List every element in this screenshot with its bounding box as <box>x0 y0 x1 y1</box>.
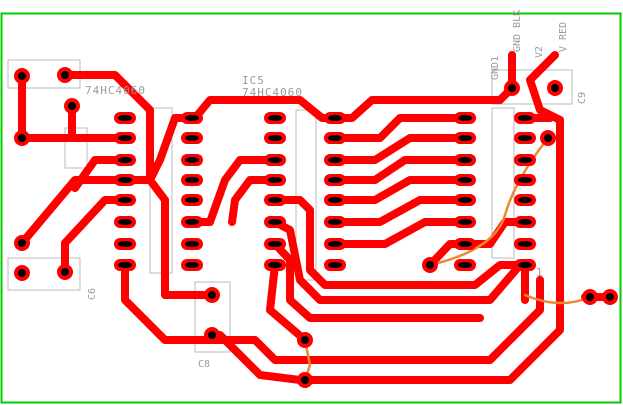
ic-pin-pad <box>114 112 136 124</box>
ic-right-part-label: 1 <box>536 266 544 279</box>
ic-pin-pad <box>454 259 476 271</box>
ic-pin-pad <box>324 216 346 228</box>
ic-pin-pad <box>514 112 536 124</box>
through-hole-pad <box>14 68 30 84</box>
component-pads <box>14 67 618 388</box>
ic-pin-pad <box>264 132 286 144</box>
through-hole-pad <box>204 327 220 343</box>
through-hole-pad <box>547 80 563 96</box>
ic-pin-pad <box>181 112 203 124</box>
through-hole-pad <box>540 130 556 146</box>
ic-left-part-label: 74HC4060 <box>85 84 146 97</box>
ic-pin-pad <box>264 194 286 206</box>
through-hole-pad <box>422 257 438 273</box>
ic-pin-pad <box>514 174 536 186</box>
ic-pin-pad <box>264 259 286 271</box>
ic-mid-part-label: 74HC4060 <box>242 86 303 99</box>
cap-c6-label: C6 <box>87 288 98 300</box>
ic-pin-pad <box>114 174 136 186</box>
cap-c9-label: C9 <box>577 92 588 104</box>
ic-pin-pad <box>324 112 346 124</box>
cap-c8-label: C8 <box>198 359 210 370</box>
conn-v2-label: V2 <box>534 46 545 58</box>
ic-pin-pad <box>454 154 476 166</box>
through-hole-pad <box>64 98 80 114</box>
through-hole-pad <box>297 332 313 348</box>
ic-pin-pad <box>324 174 346 186</box>
ic-pin-pad <box>324 259 346 271</box>
ic-pin-pad <box>181 154 203 166</box>
conn-gnd1-label: GND1 <box>490 56 501 80</box>
ic-pin-pad <box>324 194 346 206</box>
ic-pin-pad <box>181 174 203 186</box>
ic-pin-pad <box>514 216 536 228</box>
ic-pin-pad <box>181 194 203 206</box>
ic-pin-pad <box>181 132 203 144</box>
ic-pin-pad <box>181 216 203 228</box>
ic-pin-pad <box>264 154 286 166</box>
ic-pin-pad <box>114 194 136 206</box>
ic-pin-pad <box>454 112 476 124</box>
through-hole-pad <box>204 287 220 303</box>
ic-pin-pad <box>514 194 536 206</box>
conn-gnd-blk-label: GND BLK <box>512 10 523 52</box>
through-hole-pad <box>582 289 598 305</box>
ic-pin-pad <box>114 259 136 271</box>
through-hole-pad <box>57 264 73 280</box>
ic-pin-pad <box>324 238 346 250</box>
ic-pin-pad <box>514 259 536 271</box>
ic-pin-pad <box>514 132 536 144</box>
through-hole-pad <box>57 67 73 83</box>
ic-pin-pad <box>181 238 203 250</box>
through-hole-pad <box>504 80 520 96</box>
ic-pin-pad <box>454 194 476 206</box>
board-edge <box>0 12 622 404</box>
ic-pin-pad <box>454 174 476 186</box>
ic-pin-pad <box>454 132 476 144</box>
ic-pin-pad <box>514 154 536 166</box>
ic-pin-pad <box>514 238 536 250</box>
ic-pin-pad <box>114 238 136 250</box>
ic-pin-pad <box>264 216 286 228</box>
through-hole-pad <box>602 289 618 305</box>
through-hole-pad <box>14 235 30 251</box>
ic-pin-pad <box>114 216 136 228</box>
through-hole-pad <box>14 130 30 146</box>
ic-pin-pad <box>454 216 476 228</box>
through-hole-pad <box>297 372 313 388</box>
ic-pin-pad <box>264 112 286 124</box>
ic-pin-pad <box>324 154 346 166</box>
through-hole-pad <box>14 265 30 281</box>
ic-pin-pad <box>114 132 136 144</box>
ic-pin-pad <box>181 259 203 271</box>
ic-pin-pad <box>264 238 286 250</box>
ic-pin-pad <box>454 238 476 250</box>
ic-pin-pad <box>324 132 346 144</box>
silkscreen-labels: 74HC4060 IC5 74HC4060 1 C6 C8 C9 GND1 GN… <box>85 10 588 370</box>
ic-pin-pad <box>264 174 286 186</box>
ic-mid-ref-label: IC5 <box>242 74 265 87</box>
conn-v-red-label: V RED <box>558 22 569 52</box>
ic-pin-pad <box>114 154 136 166</box>
